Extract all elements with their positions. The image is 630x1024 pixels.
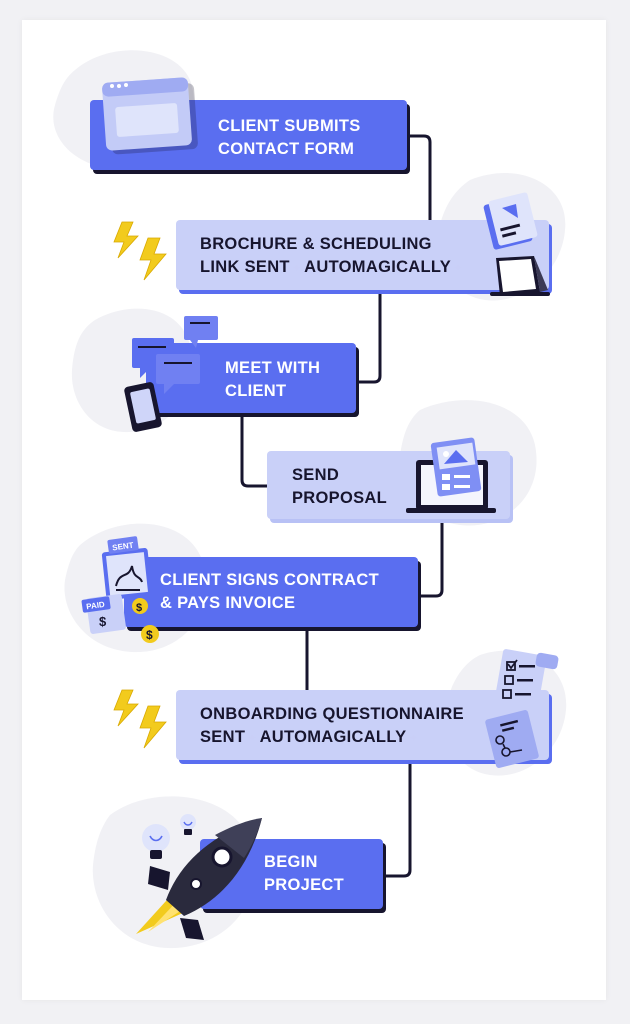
step-7-label: BEGIN PROJECT <box>264 853 345 894</box>
step-box-5 <box>124 557 421 631</box>
lightning-bolt-icon <box>113 221 167 281</box>
sparkle-icon: ✦ <box>408 731 419 745</box>
lightning-bolt-icon <box>113 689 167 749</box>
step-6-label-text: ONBOARDING QUESTIONNAIRE SENT <box>200 705 464 746</box>
chat-phone-icon <box>124 316 218 432</box>
step-6-label: ONBOARDING QUESTIONNAIRE SENT✦AUTOMAGICA… <box>200 703 464 750</box>
sent-badge: SENT <box>107 536 139 554</box>
paid-badge-label: PAID <box>86 600 106 612</box>
sent-badge-label: SENT <box>112 541 134 553</box>
svg-text:$: $ <box>136 602 142 614</box>
checklist-icon <box>485 649 559 768</box>
step-1-label: CLIENT SUBMITS CONTACT FORM <box>218 117 361 158</box>
step-5-label: CLIENT SIGNS CONTRACT & PAYS INVOICE <box>160 571 379 612</box>
sparkle-icon: ✦ <box>247 731 258 745</box>
step-box-6 <box>176 690 552 764</box>
step-4-label: SEND PROPOSAL <box>292 466 387 507</box>
step-box-2 <box>176 220 552 294</box>
paid-badge: PAID <box>81 596 111 613</box>
lightbulb-icon <box>142 814 196 859</box>
step-2-label: BROCHURE & SCHEDULING LINK SENT✦AUTOMAGI… <box>200 233 465 280</box>
step-2-label-automagically: AUTOMAGICALLY <box>304 258 452 276</box>
document-tablet-icon <box>483 192 550 296</box>
step-6-label-automagically: AUTOMAGICALLY <box>259 728 407 746</box>
step-2-label-text: BROCHURE & SCHEDULING LINK SENT <box>200 235 432 276</box>
contract-invoice-icon: SENT PAID $ $ $ <box>81 536 159 643</box>
browser-window-icon <box>102 77 198 155</box>
rocket-icon <box>136 814 262 940</box>
sparkle-icon: ✦ <box>453 261 464 275</box>
svg-text:$: $ <box>146 628 153 642</box>
sparkle-icon: ✦ <box>291 261 303 275</box>
invoice-dollar-label: $ <box>99 614 107 629</box>
laptop-proposal-icon <box>406 437 496 513</box>
coin-icon: $ $ <box>132 598 159 643</box>
step-3-label: MEET WITH CLIENT <box>225 359 321 400</box>
